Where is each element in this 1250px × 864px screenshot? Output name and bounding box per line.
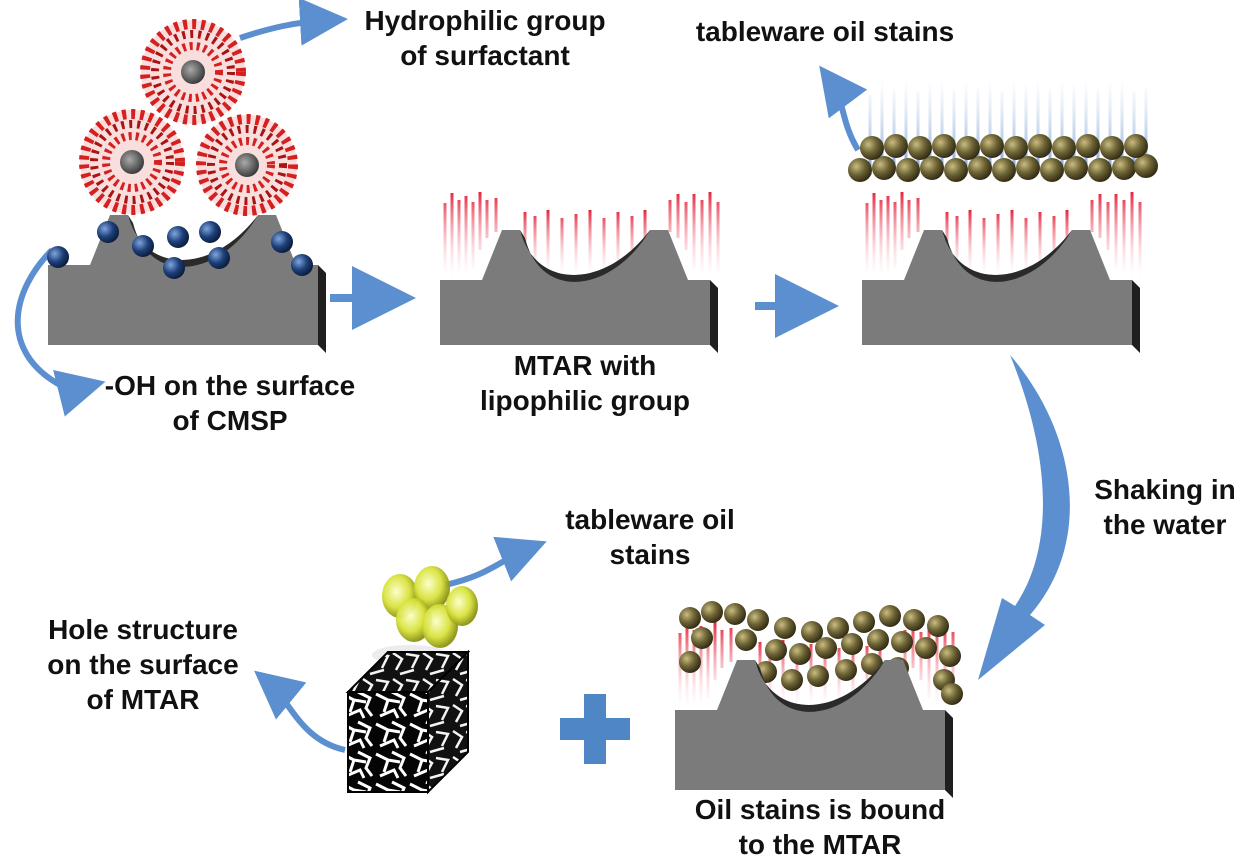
substrate-icon [862, 230, 1140, 353]
micelle-icon [196, 114, 298, 216]
micelle-group [79, 19, 298, 216]
label-line: of MTAR [86, 684, 200, 715]
label-line: tableware oil stains [695, 16, 955, 47]
arrow-icon [444, 536, 547, 588]
label-tableware-oil-stains-bottom: tableware oil stains [520, 502, 780, 572]
porous-cube-icon [345, 649, 471, 795]
label-tableware-oil-stains-top: tableware oil stains [660, 14, 990, 49]
micelle-icon [140, 19, 246, 125]
label-line: on the surface [47, 649, 239, 680]
label-line: tableware oil [565, 504, 735, 535]
arrow-icon [254, 670, 346, 753]
arrow-icon [239, 0, 348, 46]
plus-icon [560, 694, 630, 764]
label-line: Hydrophilic group [364, 5, 606, 36]
label-mtar-lipophilic: MTAR with lipophilic group [445, 348, 725, 418]
label-line: Oil stains is bound [694, 794, 946, 825]
label-line: Shaking in [1094, 474, 1236, 505]
lipophilic-chains [443, 192, 720, 278]
label-line: lipophilic group [480, 385, 690, 416]
arrow-icon [819, 65, 868, 152]
oil-layer-top [848, 76, 1158, 182]
big-curved-arrow [978, 355, 1070, 680]
label-line: the water [1103, 509, 1227, 540]
oh-balls [47, 221, 313, 279]
label-line: MTAR with [513, 350, 657, 381]
label-oh-surface: -OH on the surface of CMSP [70, 368, 390, 438]
arrow-icon [14, 247, 106, 417]
micelle-icon [79, 109, 185, 215]
substrate-icon [675, 660, 953, 798]
label-line: of surfactant [400, 40, 570, 71]
label-oil-bound: Oil stains is bound to the MTAR [660, 792, 980, 862]
substrate-icon [48, 215, 326, 353]
substrate-icon [440, 230, 718, 353]
label-line: stains [609, 539, 691, 570]
label-line: to the MTAR [738, 829, 902, 860]
bound-oil-balls [679, 601, 963, 705]
label-line: of CMSP [172, 405, 288, 436]
label-hydrophilic-group: Hydrophilic group of surfactant [335, 3, 635, 73]
lipophilic-chains [865, 192, 1142, 278]
flow-arrows [14, 0, 1070, 753]
label-hole-structure: Hole structure on the surface of MTAR [18, 612, 268, 717]
label-shaking: Shaking in the water [1080, 472, 1250, 542]
label-line: Hole structure [48, 614, 238, 645]
label-line: -OH on the surface [104, 370, 356, 401]
